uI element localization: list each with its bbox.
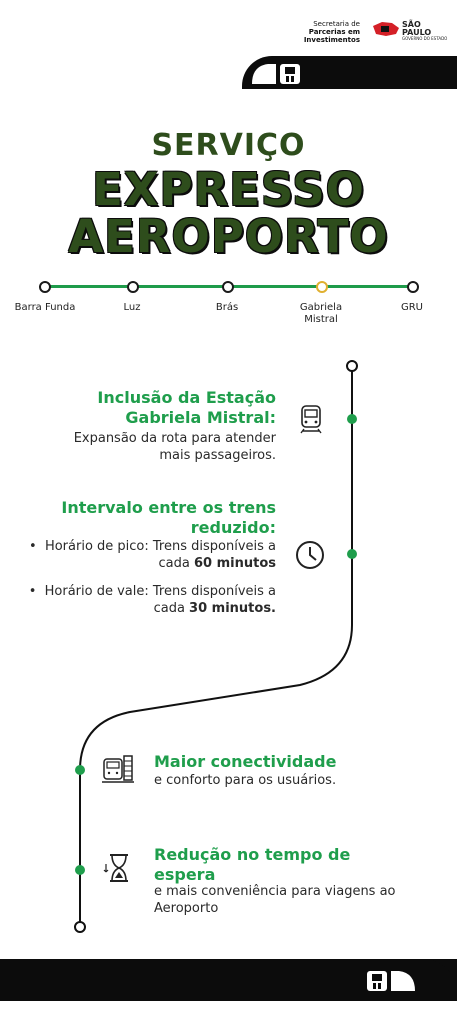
- track-end-dot: [74, 921, 86, 933]
- section-3-body: e conforto para os usuários.: [154, 773, 337, 788]
- section-2-bullet-1: • Horário de pico: Trens disponíveis a c…: [20, 538, 276, 572]
- title-servico: SERVIÇO: [151, 128, 306, 163]
- station-label-barra-funda: Barra Funda: [14, 302, 76, 313]
- logo-line1: Secretaria de: [313, 20, 360, 28]
- top-decorative-bar: [242, 56, 457, 89]
- station-label-luz: Luz: [123, 302, 141, 313]
- track-marker-1: [347, 414, 357, 424]
- section-4-title: Redução no tempo de espera: [154, 845, 351, 884]
- logo-state-sub: GOVERNO DO ESTADO: [402, 36, 448, 41]
- section-3-title: Maior conectividade: [154, 752, 337, 771]
- train-front-icon-bottom: [367, 971, 415, 991]
- bullet-marker: •: [28, 584, 45, 599]
- station-label-bras: Brás: [215, 302, 239, 313]
- bullet-1-text: Horário de pico: Trens disponíveis a cad…: [44, 539, 276, 571]
- section-4-body: e mais conveniência para viagens ao Aero…: [154, 884, 396, 916]
- station-label-gabriela-mistral: Gabriela Mistral: [299, 302, 343, 325]
- logo-state: SÃO PAULO GOVERNO DO ESTADO: [402, 21, 450, 41]
- section-1-body: Expansão da rota para atender mais passa…: [73, 431, 276, 463]
- track-marker-2: [347, 549, 357, 559]
- station-dot-luz: [127, 281, 139, 293]
- clock-icon: [294, 539, 326, 571]
- station-dot-barra-funda: [39, 281, 51, 293]
- station-icon: [102, 753, 134, 785]
- track-start-dot: [346, 360, 358, 372]
- title-expresso: EXPRESSO: [92, 163, 365, 216]
- train-icon: [295, 403, 327, 435]
- station-label-gru: GRU: [400, 302, 424, 313]
- bullet-2-bold: 30 minutos.: [189, 601, 276, 616]
- section-2-title: Intervalo entre os trens reduzido:: [61, 498, 276, 537]
- bottom-bar-cap: [355, 959, 457, 1001]
- logo-line2: Parcerias em Investimentos: [303, 28, 360, 44]
- section-1-title: Inclusão da Estação Gabriela Mistral:: [97, 388, 276, 427]
- track-marker-4: [75, 865, 85, 875]
- government-logo: Secretaria de Parcerias em Investimentos…: [280, 18, 450, 44]
- hourglass-icon: [103, 852, 135, 884]
- title-aeroporto: AEROPORTO: [68, 210, 389, 263]
- bullet-2-text: Horário de vale: Trens disponíveis a cad…: [44, 584, 276, 616]
- station-dot-gru: [407, 281, 419, 293]
- station-dot-gabriela-mistral: [316, 281, 328, 293]
- logo-secretaria-text: Secretaria de Parcerias em Investimentos: [280, 20, 360, 44]
- train-front-icon: [252, 64, 300, 84]
- track-marker-3: [75, 765, 85, 775]
- sp-map-icon: [373, 22, 399, 36]
- logo-state-name: SÃO PAULO: [402, 20, 432, 37]
- bullet-marker: •: [29, 539, 45, 554]
- section-2-bullet-2: • Horário de vale: Trens disponíveis a c…: [20, 583, 276, 617]
- bullet-1-bold: 60 minutos: [193, 556, 276, 571]
- station-dot-bras: [222, 281, 234, 293]
